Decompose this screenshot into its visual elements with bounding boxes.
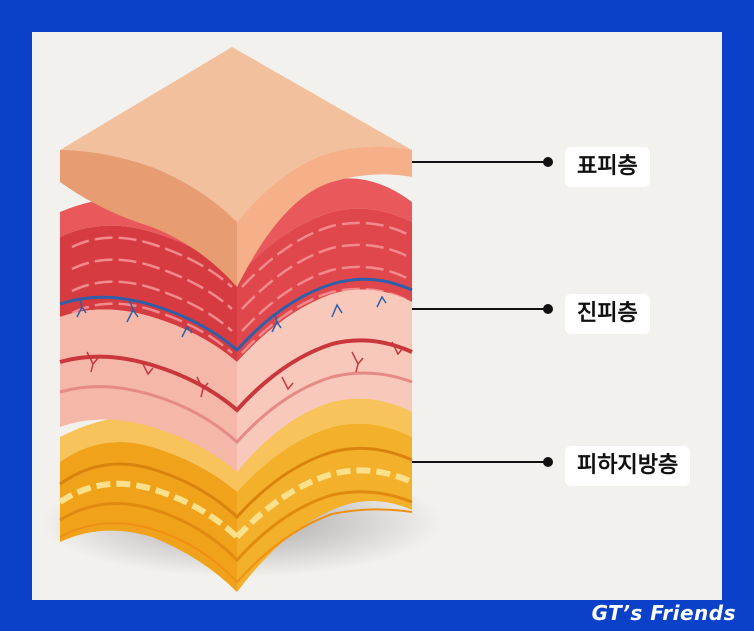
leader-line-subcutaneous (412, 457, 553, 467)
watermark: GT’s Friends (591, 601, 736, 625)
subcutaneous-layer (58, 394, 414, 592)
leader-line-epidermis (412, 157, 553, 167)
epidermis-layer (60, 47, 412, 287)
subcutaneous-label: 피하지방층 (565, 446, 691, 486)
skin-layers-illustration (42, 47, 553, 592)
diagram-panel: 표피층 진피층 피하지방층 (32, 32, 722, 600)
dermis-label: 진피층 (565, 294, 650, 334)
epidermis-label: 표피층 (565, 147, 650, 187)
leader-line-dermis (412, 304, 553, 314)
